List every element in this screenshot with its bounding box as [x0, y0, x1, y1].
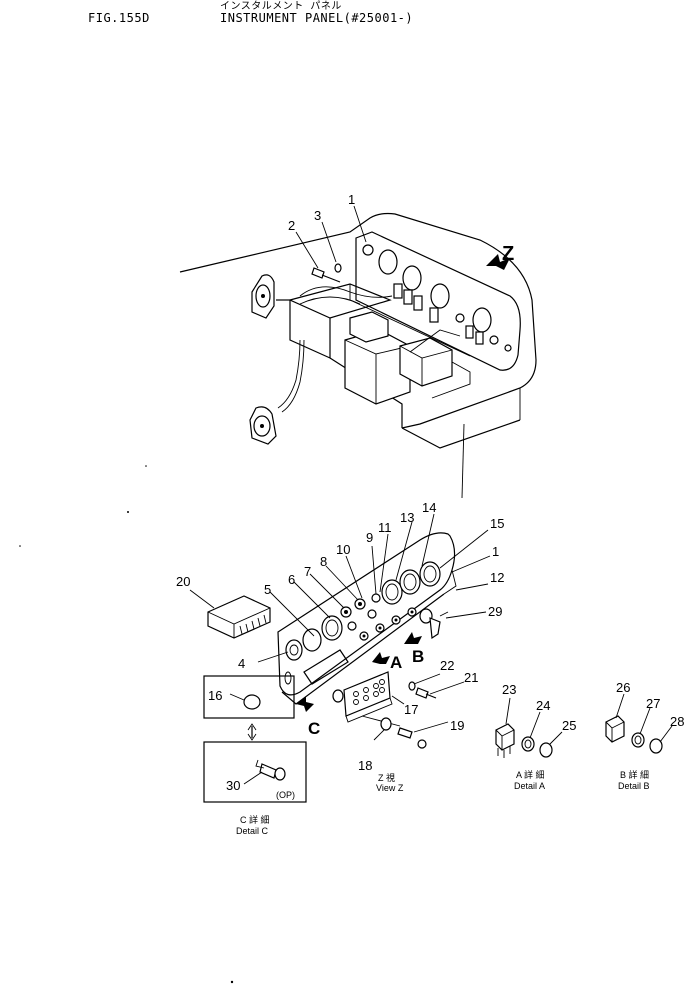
caption-view-z: View Z [376, 783, 404, 793]
detail-a-parts [495, 697, 563, 758]
callout-1b: 1 [492, 544, 499, 559]
caption-view-z-jp: Z 視 [378, 772, 395, 783]
callout-5: 5 [264, 582, 271, 597]
callout-9: 9 [366, 530, 373, 545]
connector-block [189, 589, 271, 639]
callout-18: 18 [358, 758, 372, 773]
detail-c-letter: C [308, 719, 320, 738]
callout-23: 23 [502, 682, 516, 697]
caption-detail-c: Detail C [236, 826, 269, 836]
detail-b-parts [605, 693, 673, 754]
callout-6: 6 [288, 572, 295, 587]
callout-25: 25 [562, 718, 576, 733]
caption-detail-a-jp: A 詳 細 [516, 769, 545, 780]
callout-4: 4 [238, 656, 245, 671]
japanese-subtitle: インスタルメント パネル [220, 1, 342, 12]
callout-15: 15 [490, 516, 504, 531]
callout-16: 16 [208, 688, 222, 703]
callout-17: 17 [404, 702, 418, 717]
callout-27: 27 [646, 696, 660, 711]
callout-26: 26 [616, 680, 630, 695]
callout-8: 8 [320, 554, 327, 569]
bolt-and-washer [408, 673, 465, 699]
callout-28: 28 [670, 714, 684, 729]
view-z-letter: Z [502, 243, 514, 265]
caption-detail-b-jp: B 詳 細 [620, 769, 649, 780]
callout-24: 24 [536, 698, 550, 713]
callout-7: 7 [304, 564, 311, 579]
page-title: INSTRUMENT PANEL(#25001-) [220, 11, 414, 25]
callout-numbers: 1 2 3 4 5 6 7 8 9 10 11 12 13 14 15 1 16… [176, 192, 684, 800]
callout-29: 29 [488, 604, 502, 619]
callout-19: 19 [450, 718, 464, 733]
callout-21: 21 [464, 670, 478, 685]
callout-3: 3 [314, 208, 321, 223]
upper-panel-assembly [179, 205, 537, 499]
caption-detail-a: Detail A [514, 781, 545, 791]
view-z-plate [332, 671, 449, 749]
callout-12: 12 [490, 570, 504, 585]
detail-b-letter: B [412, 647, 424, 666]
detail-a-letter: A [390, 653, 402, 672]
callout-11: 11 [378, 520, 392, 535]
front-panel-exploded [257, 513, 491, 712]
callout-30: 30 [226, 778, 240, 793]
callout-10: 10 [336, 542, 350, 557]
caption-detail-b: Detail B [618, 781, 650, 791]
caption-detail-c-jp: C 詳 細 [240, 814, 270, 825]
op-note: (OP) [276, 790, 295, 800]
detail-c-upper-box [203, 675, 295, 741]
callout-1: 1 [348, 192, 355, 207]
callout-20: 20 [176, 574, 190, 589]
callout-2: 2 [288, 218, 295, 233]
view-captions: Z 視 View Z A 詳 細 Detail A B 詳 細 Detail B… [236, 769, 650, 836]
callout-13: 13 [400, 510, 414, 525]
scan-specks [19, 465, 234, 984]
detail-c-lower-box [203, 741, 307, 803]
callout-14: 14 [422, 500, 436, 515]
figure-number: FIG.155D [88, 11, 150, 25]
callout-22: 22 [440, 658, 454, 673]
